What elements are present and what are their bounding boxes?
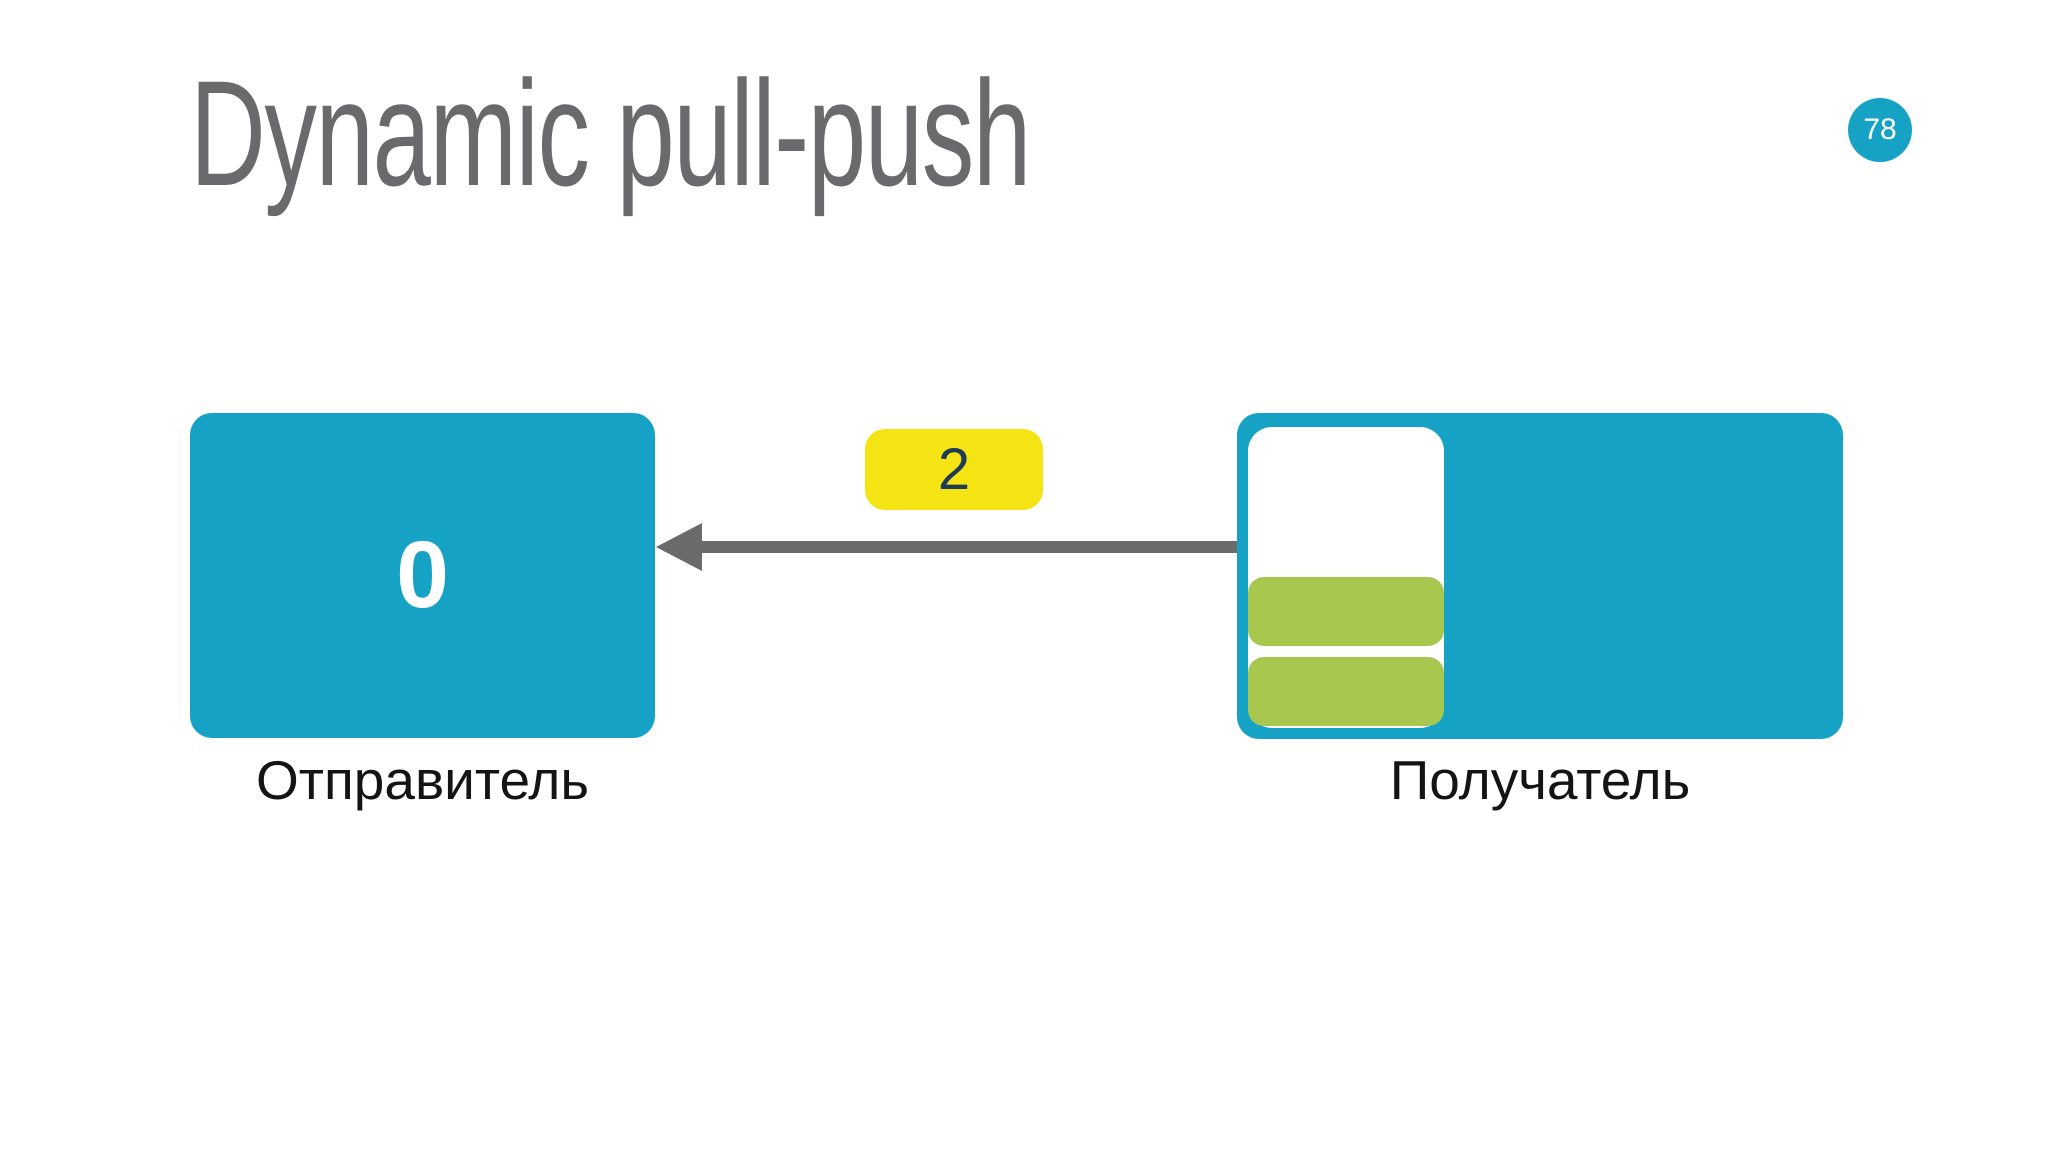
arrow-line <box>700 541 1237 553</box>
message-count: 2 <box>937 437 971 502</box>
slide-title: Dynamic pull-push <box>190 58 1390 208</box>
receiver-box <box>1237 413 1843 739</box>
receiver-label: Получатель <box>1389 749 1691 811</box>
sender-count: 0 <box>396 522 449 628</box>
page-number-badge: 78 <box>1848 98 1912 162</box>
receiver-queue <box>1248 427 1444 728</box>
message-count-badge: 2 <box>865 429 1043 510</box>
sender-box: 0 <box>190 413 655 738</box>
queue-item <box>1248 577 1444 646</box>
queue-item <box>1248 657 1444 726</box>
slide-title-text: Dynamic pull-push <box>190 49 1031 217</box>
sender-label: Отправитель <box>256 749 589 811</box>
arrow-head-icon <box>656 523 702 571</box>
page-number: 78 <box>1863 113 1897 146</box>
